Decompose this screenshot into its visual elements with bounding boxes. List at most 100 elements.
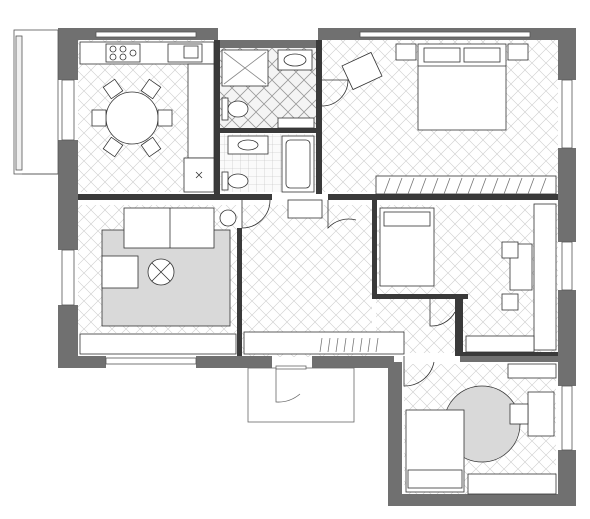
toilet-1-tank: [221, 97, 229, 121]
toilet-2-tank: [221, 171, 229, 191]
bathroom-tub: [221, 135, 315, 193]
wall-bedroom3-top-right: [460, 354, 558, 362]
wall-hall-bed2: [372, 200, 377, 298]
refrigerator-mark: [195, 171, 203, 179]
window-living-bottom: [105, 357, 197, 365]
kitchen-counter-side: [187, 63, 215, 159]
front-door: [275, 365, 307, 370]
dining-chair-5: [102, 136, 124, 158]
living-door-swing: [241, 199, 271, 229]
toilet-1-bowl: [227, 100, 249, 118]
wall-kitchen-bath: [214, 40, 220, 194]
wall-left-low: [58, 305, 78, 367]
side-table-mark: [151, 262, 171, 282]
wall-living-hall: [237, 228, 242, 356]
bed3-chair: [509, 403, 529, 425]
bed2-closet: [533, 203, 557, 351]
wardrobe: [375, 175, 557, 195]
toilet-2-bowl: [227, 173, 249, 189]
burner-2: [119, 45, 127, 53]
hall-closet: [243, 331, 405, 355]
wall-hall-top-r: [328, 194, 376, 200]
wall-right-bottom: [558, 450, 576, 506]
dining-table: [105, 91, 159, 145]
wall-bottom-hall: [312, 356, 394, 368]
window-left-living: [61, 249, 75, 306]
living-armchair: [101, 255, 139, 289]
kitchen-sink-basin: [183, 45, 199, 59]
bed3-closet: [467, 473, 557, 495]
kitchen-dining: [79, 41, 215, 193]
single-bed-2-pillow: [383, 211, 431, 227]
wall-right-top: [558, 28, 576, 80]
wall-bedroom3-bottom: [388, 494, 576, 506]
wall-left-mid: [58, 140, 78, 250]
bath-shelf: [277, 117, 315, 129]
bathroom-shower: [221, 49, 315, 129]
bathtub-inner: [285, 139, 311, 189]
nightstand-right: [507, 43, 529, 61]
wall-right-mid: [558, 148, 576, 242]
pillow-left: [423, 47, 461, 63]
master-bedroom: [321, 43, 557, 195]
hall-niche: [287, 199, 323, 219]
entrance-porch: [247, 365, 355, 423]
window-right-bed2: [561, 241, 573, 291]
burner-5: [129, 49, 137, 57]
nightstand-left: [395, 43, 417, 61]
interior-walls: [78, 40, 558, 356]
burner-3: [109, 53, 117, 61]
front-door-swing: [275, 368, 301, 403]
master-door-swing: [321, 79, 349, 107]
wall-bottom-living-2: [196, 356, 272, 368]
wall-bath-bedroom: [316, 40, 322, 194]
shower-drain: [223, 51, 267, 85]
dining-chair-3: [102, 78, 124, 100]
bed2-chair-1: [501, 241, 519, 259]
hall-closet-hatch: [319, 337, 379, 353]
balcony: [13, 29, 59, 175]
sofa: [123, 207, 215, 249]
bed2-shelf: [465, 335, 535, 353]
washbasin-2-bowl: [237, 139, 259, 151]
window-master-top: [359, 31, 531, 38]
wall-bath-divider: [220, 128, 316, 133]
washbasin-1-bowl: [283, 53, 307, 67]
wall-bed2-bottom: [463, 352, 558, 356]
window-kitchen-top: [95, 31, 197, 38]
living-wall-strip: [79, 333, 237, 355]
hallway: [243, 199, 435, 387]
window-right-master: [561, 79, 573, 149]
dining-chair-1: [91, 109, 107, 127]
bedroom-2: [379, 203, 557, 353]
dining-chair-4: [140, 78, 162, 100]
dining-chair-2: [157, 109, 173, 127]
wall-bedroom-master-bottom: [376, 194, 558, 200]
window-left-kitchen: [61, 79, 75, 141]
bed3-shelf: [507, 363, 557, 379]
wardrobe-hatch: [383, 177, 547, 195]
wall-bed2-step: [372, 294, 468, 299]
burner-4: [119, 53, 127, 61]
living-column: [219, 209, 237, 227]
bed2-door-swing: [429, 299, 456, 327]
balcony-rail: [15, 35, 23, 171]
wall-left-upper: [58, 28, 78, 80]
dining-chair-6: [140, 136, 162, 158]
porch-outline: [247, 367, 355, 423]
wall-bath-hall: [242, 194, 272, 200]
wall-bedroom3-left: [388, 362, 402, 506]
living-room: [79, 199, 271, 355]
windows: [61, 31, 573, 451]
bed2-chair-2: [501, 293, 519, 311]
wall-bottom-living: [58, 356, 106, 368]
cooktop: [105, 43, 141, 63]
master-armchair: [341, 51, 383, 91]
wall-bed2-step-v: [455, 294, 463, 356]
single-bed-3-pillow: [407, 469, 463, 489]
burner-1: [109, 45, 117, 53]
bedroom-3: [405, 363, 557, 495]
bed3-desk: [527, 391, 555, 437]
window-right-bed3: [561, 385, 573, 451]
